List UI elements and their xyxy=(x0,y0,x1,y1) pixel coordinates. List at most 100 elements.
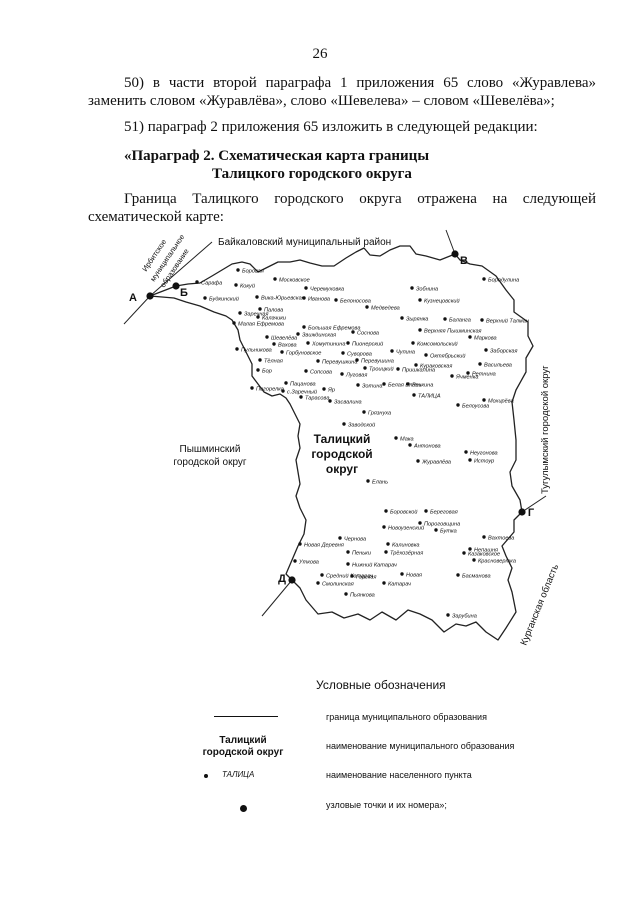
settlement-dot xyxy=(302,325,306,329)
settlement-label: Сопсова xyxy=(310,370,332,376)
settlement-label: Антонова xyxy=(413,444,441,450)
settlement-label: Боровской xyxy=(390,509,417,516)
legend-border-desc: граница муниципального образования xyxy=(326,712,487,722)
settlement-dot xyxy=(346,550,350,554)
settlement-label: Большая Ефремова xyxy=(308,326,360,332)
settlement-label: Ретнина xyxy=(472,372,496,378)
settlement-label: Белая Елань xyxy=(388,383,421,389)
settlement-label: Шевелёва xyxy=(271,336,297,342)
settlement-dot xyxy=(406,382,410,386)
section-heading-line1: «Параграф 2. Схематическая карта границы xyxy=(124,148,430,164)
settlement-dot xyxy=(400,316,404,320)
settlement-label: Яр xyxy=(327,388,335,394)
settlement-label: Черемуховка xyxy=(310,287,344,293)
settlement-dot xyxy=(472,558,476,562)
settlement-label: Суворова xyxy=(347,352,372,358)
neighbor-pyshminsky-1: Пышминский xyxy=(180,444,241,455)
settlement-dot xyxy=(334,298,338,302)
settlement-dot xyxy=(238,311,242,315)
settlement-label: Красновертка xyxy=(478,559,516,565)
settlement-label: Зарубина xyxy=(452,614,477,620)
node-point-dot xyxy=(288,576,296,584)
node-point-label: А xyxy=(129,292,137,304)
paragraph-51: 51) параграф 2 приложения 65 изложить в … xyxy=(124,119,538,135)
settlement-label: Белоносова xyxy=(340,299,371,305)
settlement-label: Басманова xyxy=(462,574,491,580)
settlement-label: Новая Деревня xyxy=(304,543,344,549)
settlement-dot xyxy=(302,296,306,300)
settlement-dot xyxy=(232,321,236,325)
settlement-label: Заречная xyxy=(244,312,269,318)
settlement-label: Вика-Юрьевская xyxy=(261,296,305,302)
settlement-label: Новоузенский xyxy=(388,525,424,532)
settlement-label: Новая xyxy=(406,573,422,579)
settlement-dot xyxy=(408,443,412,447)
district-name-3: округ xyxy=(326,462,358,476)
settlement-label: Бутка xyxy=(440,529,457,535)
settlement-label: Соснова xyxy=(357,331,379,337)
legend-name-sample-line1: Талицкий xyxy=(219,735,267,746)
settlement-label: Кураковская xyxy=(420,364,452,370)
settlement-label: Васильева xyxy=(484,363,512,369)
legend-node-desc: узловые точки и их номера»; xyxy=(326,800,447,810)
settlement-dot xyxy=(304,369,308,373)
settlement-dot xyxy=(468,458,472,462)
settlement-dot xyxy=(316,581,320,585)
settlement-label: Казаковское xyxy=(468,552,500,558)
settlement-dot xyxy=(236,268,240,272)
settlement-dot xyxy=(416,459,420,463)
paragraph-50: 50) в части второй параграфа 1 приложени… xyxy=(88,75,596,109)
settlement-label: Сарафа xyxy=(201,281,222,287)
settlement-dot xyxy=(342,422,346,426)
settlement-label: Боровая xyxy=(242,269,264,275)
legend-border-line xyxy=(214,716,278,717)
neighbor-kurgan: Курганская область xyxy=(519,563,562,647)
settlement-label: Ячменка xyxy=(455,375,478,381)
settlement-label: Горская xyxy=(356,575,377,581)
settlement-dot xyxy=(350,574,354,578)
settlement-dot xyxy=(396,367,400,371)
settlement-label: Троицкий xyxy=(369,366,394,373)
settlement-dot xyxy=(272,342,276,346)
neighbor-tugulymsky: Тугулымский городской округ xyxy=(540,365,551,494)
settlement-label: Звиждинская xyxy=(302,333,336,339)
settlement-label: ТАЛИЦА xyxy=(418,394,441,400)
settlement-label: Горбуновское xyxy=(286,351,321,357)
settlement-label: Кузнецовский xyxy=(424,298,460,305)
settlement-dot xyxy=(382,382,386,386)
settlement-label: Комсомольский xyxy=(417,341,458,348)
settlement-label: Московское xyxy=(279,278,310,284)
settlement-dot xyxy=(482,277,486,281)
settlement-label: Неугонова xyxy=(470,451,498,457)
settlement-dot xyxy=(256,315,260,319)
section-heading-line2: Талицкого городского округа xyxy=(212,166,412,182)
settlement-dot xyxy=(482,398,486,402)
settlement-dot xyxy=(356,383,360,387)
settlement-label: Пеньки xyxy=(352,551,371,557)
settlement-label: Калачики xyxy=(262,316,286,322)
legend-node-dot xyxy=(240,805,247,812)
settlement-dot xyxy=(424,509,428,513)
settlement-dot xyxy=(462,551,466,555)
settlement-dot xyxy=(346,341,350,345)
settlement-dot xyxy=(341,351,345,355)
settlement-label: Заборская xyxy=(490,349,517,355)
settlement-label: Октябрьский xyxy=(430,353,466,360)
settlement-dot xyxy=(484,348,488,352)
legend-settlement-dot xyxy=(204,774,208,778)
settlement-label: Зобнина xyxy=(416,287,438,293)
settlement-dot xyxy=(340,372,344,376)
settlement-label: Уткова xyxy=(298,560,319,566)
settlement-label: Белоусова xyxy=(462,404,489,410)
settlement-label: Верхний Талман xyxy=(486,318,529,325)
settlement-dot xyxy=(363,366,367,370)
settlement-label: Перевушина xyxy=(361,359,394,365)
settlement-dot xyxy=(234,283,238,287)
legend-name-sample-line2: городской округ xyxy=(202,747,284,758)
settlement-dot xyxy=(418,298,422,302)
settlement-dot xyxy=(298,542,302,546)
district-border xyxy=(149,245,534,641)
node-point-label: В xyxy=(460,255,468,267)
settlement-label: Перевушкина xyxy=(322,360,358,366)
settlement-label: Вахова xyxy=(278,343,297,349)
